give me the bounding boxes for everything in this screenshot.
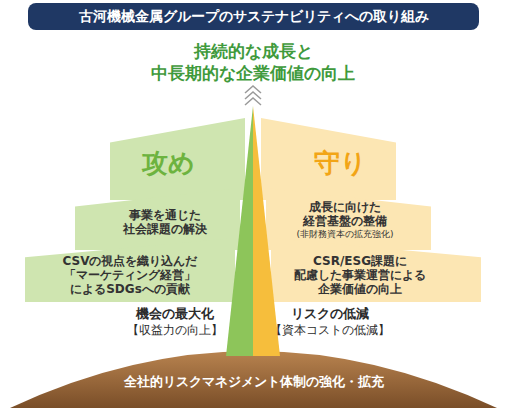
title-banner: 古河機械金属グループのサステナビリティへの取り組み: [28, 3, 479, 30]
node-shape: [110, 118, 245, 200]
title-text: 古河機械金属グループのサステナビリティへの取り組み: [79, 8, 429, 26]
node-text: 成長に向けた 経営基盤の整備: [295, 200, 395, 228]
outcome-sublabel: 【資本コストの低減】: [260, 323, 400, 338]
node-text: 攻め: [128, 148, 208, 178]
node-shape: [271, 238, 481, 302]
goal-heading: 持続的な成長と 中長期的な企業価値の向上: [133, 40, 373, 84]
node-text: 全社的リスクマネジメント体制の強化・拡充: [0, 374, 507, 390]
node-text: CSVの視点を織り込んだ 「マーケティング経営」 によるSDGsへの貢献: [55, 254, 205, 296]
node-shape: [261, 118, 396, 200]
outcome-label: リスクの低減: [270, 306, 390, 322]
node-shape: [25, 238, 235, 302]
node-outline: [0, 338, 507, 408]
outcome-label: 機会の最大化: [115, 306, 235, 322]
node-text: CSR/ESG課題に 配慮した事業運営による 企業価値の向上: [285, 254, 435, 296]
outcome-sublabel: 【収益力の向上】: [115, 323, 235, 338]
attack-tier: CSVの視点を織り込んだ 「マーケティング経営」 によるSDGsへの貢献: [25, 238, 235, 302]
chevron: [245, 98, 261, 105]
defense-tier: CSR/ESG課題に 配慮した事業運営による 企業価値の向上: [271, 238, 481, 302]
ground-mound: 全社的リスクマネジメント体制の強化・拡充: [0, 338, 507, 408]
defense-tier: 守り: [261, 118, 396, 200]
attack-tier: 攻め: [110, 118, 245, 200]
node-text: 守り: [300, 148, 380, 178]
node-subtext: (非財務資本の拡充強化): [280, 229, 410, 240]
node-text: 事業を通じた 社会課題の解決: [115, 208, 215, 236]
